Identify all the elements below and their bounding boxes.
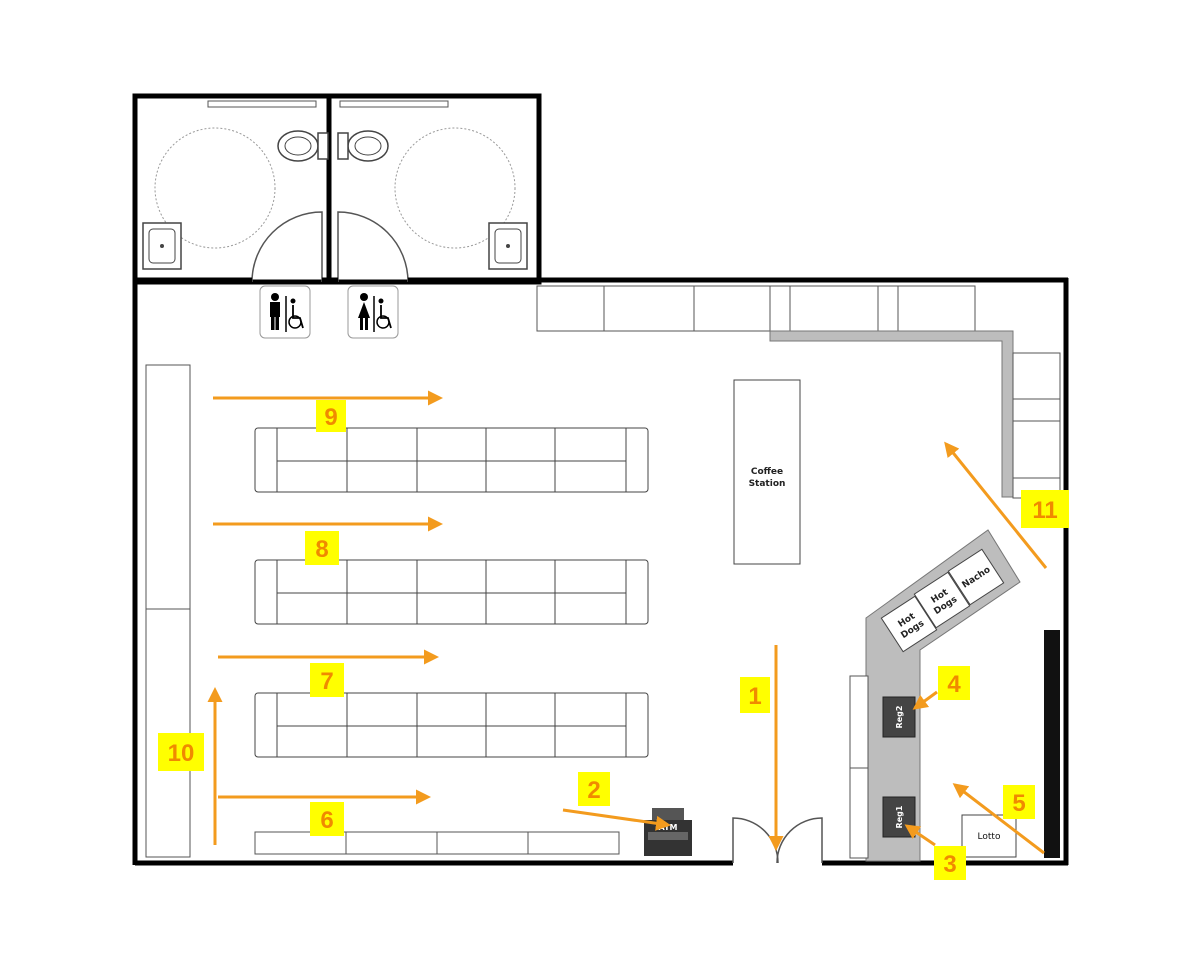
gondola-aisle-8 [254, 559, 649, 625]
svg-text:11: 11 [1032, 497, 1057, 524]
reg1-label: Reg1 [895, 805, 904, 828]
food-warmer-nacho: Nacho [947, 548, 1005, 606]
route-badge-9: 9 [316, 400, 346, 432]
svg-text:6: 6 [320, 807, 333, 834]
toilet-icon [337, 130, 389, 162]
svg-text:4: 4 [947, 671, 961, 698]
svg-text:3: 3 [943, 851, 956, 878]
route-arrows [207, 390, 1048, 855]
sink-icon [488, 222, 528, 270]
restroom-door-right[interactable] [337, 211, 409, 283]
lotto-terminal[interactable]: Lotto [961, 814, 1017, 858]
coffee-station-label-line2: Station [749, 479, 786, 489]
cooler-gray-trim [769, 330, 1014, 498]
coffee-station-label-line1: Coffee [751, 467, 783, 477]
entrance-doors[interactable] [732, 817, 823, 864]
arrow-4 [912, 690, 938, 710]
restroom-door-left[interactable] [251, 211, 323, 283]
svg-text:7: 7 [320, 668, 333, 695]
right-wall-coolers [1012, 352, 1061, 499]
route-badge-2: 2 [578, 772, 610, 806]
route-badge-6: 6 [310, 802, 344, 836]
arrow-11 [944, 441, 1048, 569]
route-badge-10: 10 [158, 733, 204, 771]
svg-text:8: 8 [315, 536, 328, 563]
toilet-icon [277, 130, 329, 162]
route-badge-7: 7 [310, 663, 344, 697]
register-reg1[interactable]: Reg1 [882, 796, 916, 838]
route-badge-4: 4 [938, 666, 970, 700]
front-low-shelving [254, 831, 620, 855]
turning-circle-right [394, 127, 516, 249]
back-bar-cabinet [1044, 630, 1060, 858]
women-accessible-restroom-icon [347, 285, 399, 339]
turning-circle-left [154, 127, 276, 249]
left-wall-shelving [145, 364, 191, 858]
arrow-2 [562, 808, 671, 831]
route-badge-5: 5 [1003, 785, 1035, 819]
counter-front-panels [849, 675, 869, 859]
men-accessible-restroom-icon [259, 285, 311, 339]
route-badge-1: 1 [740, 677, 770, 713]
svg-text:1: 1 [748, 683, 761, 710]
back-wall-coolers [536, 285, 976, 332]
route-badge-11: 11 [1021, 490, 1069, 528]
register-reg2[interactable]: Reg2 [882, 696, 916, 738]
svg-text:9: 9 [324, 404, 337, 431]
coffee-station: Coffee Station [733, 379, 801, 565]
route-badge-3: 3 [934, 846, 966, 880]
svg-text:10: 10 [168, 740, 195, 767]
restroom-block [132, 93, 542, 285]
svg-text:5: 5 [1012, 790, 1025, 817]
arrow-5 [952, 783, 1045, 855]
arrow-3 [904, 824, 936, 847]
svg-text:2: 2 [587, 777, 600, 804]
lotto-label: Lotto [978, 832, 1001, 842]
food-warmer-hot-dogs-a: Hot Dogs [880, 595, 938, 653]
route-badge-8: 8 [305, 531, 339, 565]
restroom-block-outline [132, 93, 542, 285]
gondola-aisle-7 [254, 692, 649, 758]
store-walls [132, 96, 1069, 866]
food-warmer-hot-dogs-b: Hot Dogs [913, 571, 971, 629]
sink-icon [142, 222, 182, 270]
atm[interactable]: ATM [644, 808, 692, 856]
grab-bar-right [339, 100, 449, 108]
grab-bar-left [207, 100, 317, 108]
reg2-label: Reg2 [895, 706, 904, 729]
gondola-aisle-9 [254, 427, 649, 493]
